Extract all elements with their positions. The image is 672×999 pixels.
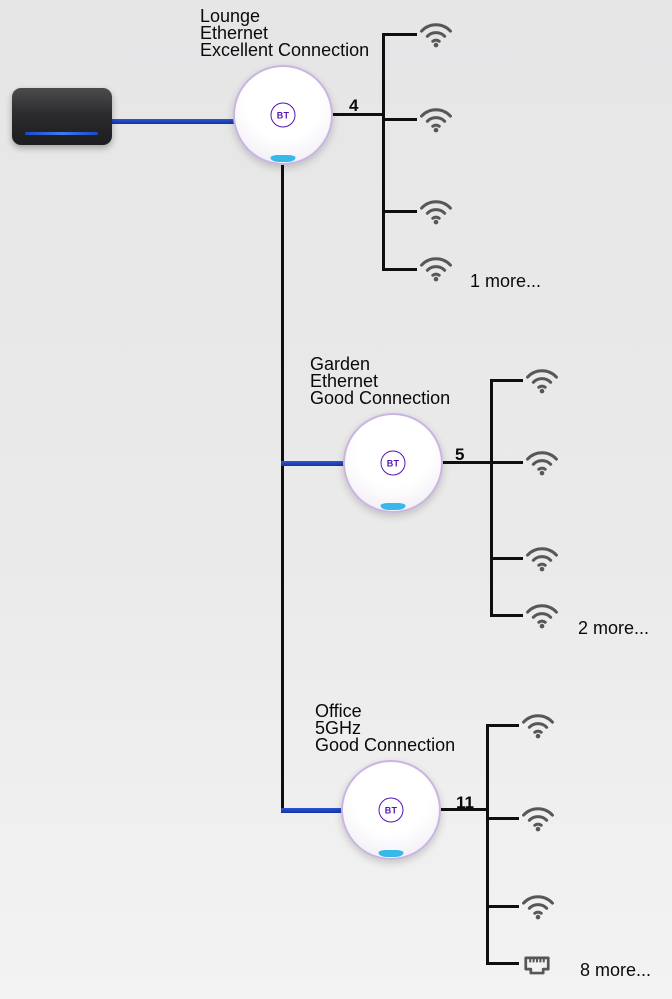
office-client-stub-1 bbox=[487, 724, 519, 727]
bt-logo-icon: BT bbox=[378, 797, 404, 823]
wifi-icon bbox=[523, 600, 561, 630]
bt-logo-icon: BT bbox=[270, 102, 296, 128]
node-label-garden: Garden Ethernet Good Connection bbox=[310, 354, 451, 408]
wifi-icon bbox=[417, 104, 455, 134]
office-client-stub-4 bbox=[487, 962, 519, 965]
lounge-client-stub-4 bbox=[383, 268, 417, 271]
broadband-router bbox=[12, 88, 112, 145]
garden-client-stub-3 bbox=[491, 557, 523, 560]
ethernet-link-garden bbox=[281, 461, 345, 466]
router-status-light bbox=[25, 132, 98, 135]
disc-status-light bbox=[380, 503, 406, 510]
device-count-garden: 5 bbox=[455, 445, 465, 464]
node-connection-quality: Good Connection bbox=[315, 735, 456, 755]
node-name: Lounge bbox=[200, 6, 261, 26]
wifi-icon bbox=[519, 891, 557, 921]
disc-status-light bbox=[378, 850, 404, 857]
wifi-icon bbox=[417, 196, 455, 226]
garden-clients-trunk bbox=[490, 379, 493, 617]
node-connection-type: 5GHz bbox=[315, 718, 362, 738]
wifi-icon bbox=[523, 543, 561, 573]
backhaul-trunk-line bbox=[281, 163, 284, 813]
node-label-lounge: Lounge Ethernet Excellent Connection bbox=[200, 6, 370, 60]
lounge-clients-trunk bbox=[382, 33, 385, 271]
lounge-client-stub-2 bbox=[383, 118, 417, 121]
disc-status-light bbox=[270, 155, 296, 162]
node-label-office: Office 5GHz Good Connection bbox=[315, 701, 456, 755]
wifi-icon bbox=[519, 803, 557, 833]
garden-client-stub-1 bbox=[491, 379, 523, 382]
device-count-lounge: 4 bbox=[349, 96, 359, 115]
lounge-client-stub-3 bbox=[383, 210, 417, 213]
lounge-client-stub-1 bbox=[383, 33, 417, 36]
ethernet-link-router-lounge bbox=[112, 119, 235, 124]
node-name: Office bbox=[315, 701, 362, 721]
wireless-link-office bbox=[281, 808, 343, 813]
node-connection-type: Ethernet bbox=[310, 371, 379, 391]
lounge-clients-link bbox=[333, 113, 384, 116]
node-connection-quality: Good Connection bbox=[310, 388, 451, 408]
wifi-icon bbox=[523, 447, 561, 477]
office-client-stub-3 bbox=[487, 905, 519, 908]
disc-lounge: BT bbox=[233, 65, 333, 165]
disc-garden: BT bbox=[343, 413, 443, 513]
node-name: Garden bbox=[310, 354, 371, 374]
office-clients-trunk bbox=[486, 724, 489, 965]
device-count-office: 11 bbox=[456, 793, 474, 812]
garden-client-stub-4 bbox=[491, 614, 523, 617]
wifi-icon bbox=[417, 253, 455, 283]
garden-clients-link bbox=[443, 461, 492, 464]
node-connection-quality: Excellent Connection bbox=[200, 40, 370, 60]
wifi-icon bbox=[523, 365, 561, 395]
more-devices-label-lounge: 1 more... bbox=[470, 271, 542, 291]
wifi-icon bbox=[519, 710, 557, 740]
disc-office: BT bbox=[341, 760, 441, 860]
more-devices-label-office: 8 more... bbox=[580, 960, 652, 980]
more-devices-label-garden: 2 more... bbox=[578, 618, 650, 638]
office-clients-link bbox=[441, 808, 488, 811]
node-connection-type: Ethernet bbox=[200, 23, 269, 43]
garden-client-stub-2 bbox=[491, 461, 523, 464]
bt-logo-icon: BT bbox=[380, 450, 406, 476]
ethernet-port-icon bbox=[521, 950, 553, 977]
office-client-stub-2 bbox=[487, 817, 519, 820]
wifi-icon bbox=[417, 19, 455, 49]
